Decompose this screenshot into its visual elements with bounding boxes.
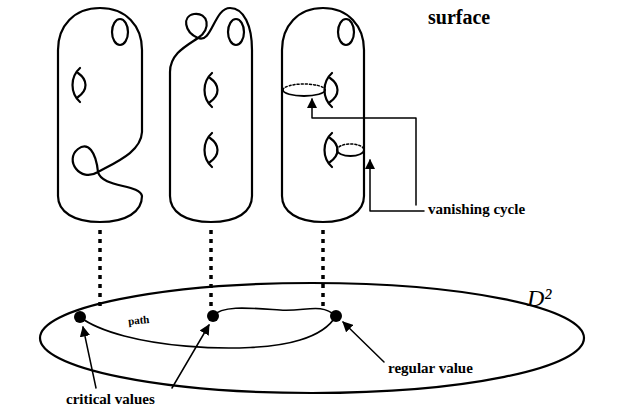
vanishing-cycle-back [283, 84, 325, 90]
vanishing-cycle-front [337, 150, 364, 156]
path-label: path [127, 313, 150, 328]
figure-heading: surface [428, 6, 490, 29]
hole [205, 73, 218, 107]
path-curve [213, 308, 336, 316]
hole [325, 133, 338, 167]
hole [205, 133, 218, 167]
pointer-arrow [172, 325, 209, 388]
callout-label: regular value [388, 360, 473, 377]
projection-line [100, 230, 323, 306]
hole [228, 19, 244, 45]
hole [325, 73, 338, 107]
hole [112, 19, 128, 45]
pointer-arrow [83, 327, 96, 388]
regular-surface [282, 8, 364, 222]
hole [338, 19, 354, 45]
nodal-surface [170, 8, 252, 222]
leader-line [312, 99, 416, 205]
pointer-arrow [343, 322, 384, 362]
callout-label: critical values [66, 391, 155, 408]
path-curve [80, 316, 336, 348]
disk [40, 283, 584, 393]
critical-point [207, 310, 219, 322]
vanishing-cycle-back [337, 144, 364, 150]
regular-point [330, 310, 342, 322]
nodal-surface [58, 8, 142, 222]
callout-label: vanishing cycle [428, 201, 525, 218]
vanishing-cycle-front [283, 90, 325, 96]
hole [73, 68, 86, 102]
disk-label: D² [527, 285, 552, 313]
critical-point [74, 311, 86, 323]
